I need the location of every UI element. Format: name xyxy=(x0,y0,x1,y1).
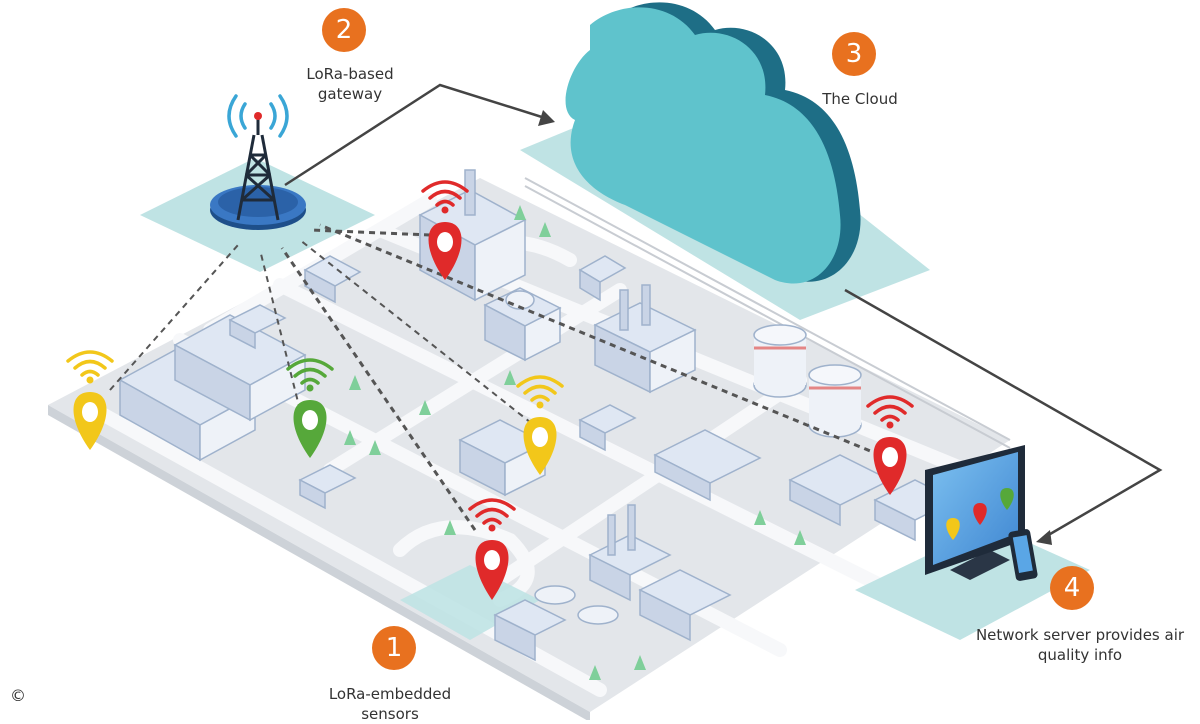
flow-arrows xyxy=(284,83,1163,539)
wifi-icon xyxy=(66,350,114,377)
monitor-icon xyxy=(925,445,1038,581)
sensor-pin-red-factory xyxy=(421,180,469,280)
step-label-gateway: LoRa-based gateway xyxy=(306,65,394,103)
sensor-platform xyxy=(400,565,540,640)
cloud-icon xyxy=(565,2,861,284)
sensor-pin-yellow-2 xyxy=(516,375,564,475)
wifi-icon xyxy=(468,498,516,525)
arrow-head-to-server xyxy=(1036,530,1052,545)
sensor-pin-red-right xyxy=(866,395,914,495)
wifi-icon xyxy=(516,375,564,402)
step-label-sensors: LoRa-embedded sensors xyxy=(328,685,452,723)
sensor-pin-green xyxy=(286,358,334,458)
step-number-4: 4 xyxy=(1050,566,1094,610)
sensor-links xyxy=(109,223,881,531)
wifi-icon xyxy=(286,358,334,385)
step-number-2: 2 xyxy=(322,8,366,52)
sensor-pin-yellow-1 xyxy=(66,350,114,450)
step-label-cloud: The Cloud xyxy=(822,90,898,108)
screen-pins xyxy=(946,488,1014,540)
step-number-3: 3 xyxy=(832,32,876,76)
sensor-pin-red-bottom xyxy=(468,498,516,600)
step-number-1: 1 xyxy=(372,626,416,670)
copyright-mark: © xyxy=(10,686,26,705)
wifi-icon xyxy=(866,395,914,422)
buildings xyxy=(118,169,957,662)
arrow-head-to-cloud xyxy=(538,110,555,126)
trees xyxy=(344,205,806,680)
gateway-tower-icon xyxy=(210,94,306,230)
step-label-server: Network server provides air quality info xyxy=(975,626,1185,664)
wifi-icon xyxy=(421,180,469,207)
